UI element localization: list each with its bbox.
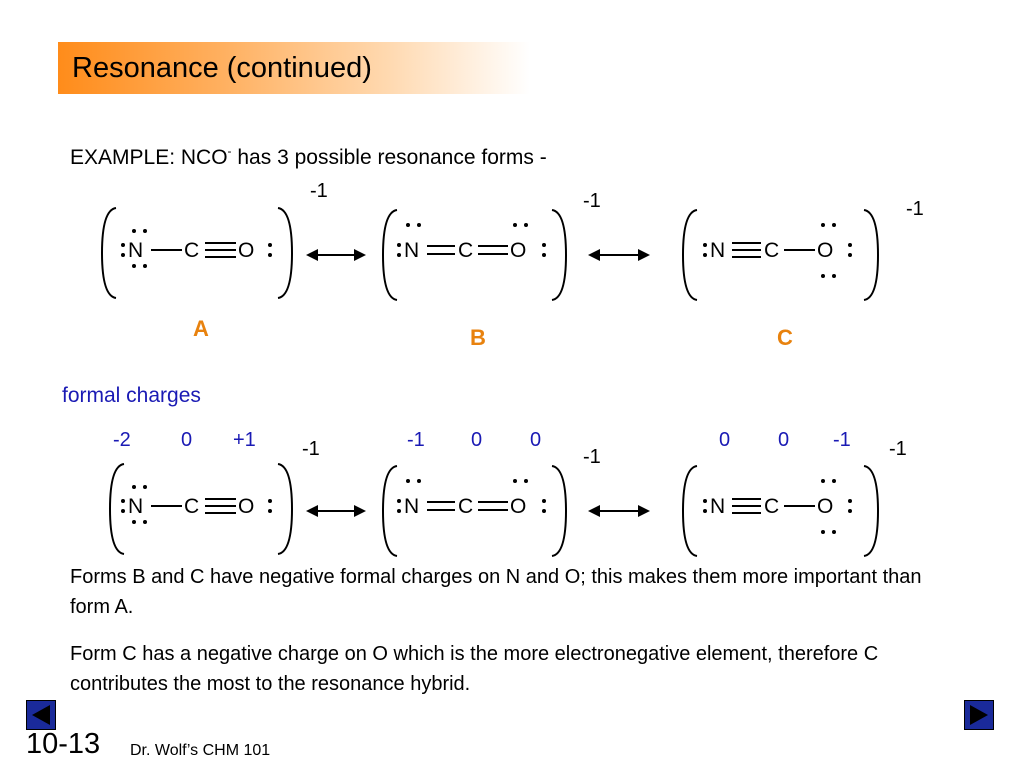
bracket-left-c bbox=[681, 209, 698, 301]
bracket-right-a2 bbox=[277, 463, 294, 555]
structure-c-charge: -1 bbox=[906, 198, 924, 220]
structure-a-charge-bottom: -1 bbox=[302, 438, 320, 460]
atom-c-c2: C bbox=[764, 495, 779, 518]
atom-o-c: O bbox=[817, 239, 833, 262]
structure-c-charge-bottom: -1 bbox=[889, 438, 907, 460]
bond-nc-c2 bbox=[732, 498, 761, 514]
triangle-right-icon bbox=[970, 705, 988, 725]
bond-co-a bbox=[205, 242, 236, 258]
bracket-right-a bbox=[277, 207, 294, 299]
atom-n-a2: N bbox=[128, 495, 143, 518]
intro-suffix: has 3 possible resonance forms - bbox=[231, 146, 547, 169]
bracket-right-b bbox=[551, 209, 568, 301]
fc-c-n: 0 bbox=[719, 429, 731, 451]
triangle-left-icon bbox=[32, 705, 50, 725]
intro-superscript: - bbox=[227, 144, 232, 158]
atom-c-a2: C bbox=[184, 495, 199, 518]
atom-c-b: C bbox=[458, 239, 473, 262]
atom-n-b2: N bbox=[404, 495, 419, 518]
bond-co-b2 bbox=[478, 501, 508, 511]
fc-a-c: 0 bbox=[181, 429, 193, 451]
bracket-right-c2 bbox=[863, 465, 880, 557]
fc-b-c: 0 bbox=[471, 429, 483, 451]
fc-a-n: -2 bbox=[113, 429, 131, 451]
slide-number: 10-13 bbox=[26, 728, 101, 760]
atom-o-a2: O bbox=[238, 495, 254, 518]
label-form-c: C bbox=[777, 325, 793, 350]
bond-nc-c bbox=[732, 242, 761, 258]
page-title: Resonance (continued) bbox=[72, 52, 372, 84]
paragraph-importance: Forms B and C have negative formal charg… bbox=[70, 566, 922, 618]
bracket-left-c2 bbox=[681, 465, 698, 557]
fc-c-c: 0 bbox=[778, 429, 790, 451]
atom-n-c2: N bbox=[710, 495, 725, 518]
previous-slide-button[interactable] bbox=[26, 700, 56, 730]
atom-o-c2: O bbox=[817, 495, 833, 518]
resonance-forms-bottom: N C O N C O N C O bbox=[108, 463, 880, 557]
intro-prefix: EXAMPLE: NCO bbox=[70, 146, 228, 169]
bracket-left-b2 bbox=[381, 465, 398, 557]
title-bar: Resonance (continued) bbox=[58, 42, 530, 94]
intro-text: EXAMPLE: NCO- has 3 possible resonance f… bbox=[70, 144, 547, 170]
atom-o-a: O bbox=[238, 239, 254, 262]
label-form-b: B bbox=[470, 325, 486, 350]
atom-n-c: N bbox=[710, 239, 725, 262]
lone-pairs-top bbox=[121, 223, 852, 278]
bracket-right-b2 bbox=[551, 465, 568, 557]
atom-n-a: N bbox=[128, 239, 143, 262]
structure-b-charge: -1 bbox=[583, 190, 601, 212]
atom-o-b2: O bbox=[510, 495, 526, 518]
fc-c-o: -1 bbox=[833, 429, 851, 451]
fc-b-n: -1 bbox=[407, 429, 425, 451]
next-slide-button[interactable] bbox=[964, 700, 994, 730]
bond-nc-b2 bbox=[427, 501, 455, 511]
bracket-right-c bbox=[863, 209, 880, 301]
atom-n-b: N bbox=[404, 239, 419, 262]
bond-co-a2 bbox=[205, 498, 236, 514]
label-form-a: A bbox=[193, 316, 209, 341]
footer-course: Dr. Wolf’s CHM 101 bbox=[130, 742, 271, 759]
structure-a-charge: -1 bbox=[310, 180, 328, 202]
fc-b-o: 0 bbox=[530, 429, 542, 451]
bond-nc-b bbox=[427, 245, 455, 255]
bracket-left-b bbox=[381, 209, 398, 301]
atom-c-c: C bbox=[764, 239, 779, 262]
atom-c-b2: C bbox=[458, 495, 473, 518]
formal-charges-heading: formal charges bbox=[62, 384, 201, 407]
bracket-left-a2 bbox=[108, 463, 125, 555]
bracket-left-a bbox=[100, 207, 117, 299]
atom-c-a: C bbox=[184, 239, 199, 262]
fc-a-o: +1 bbox=[233, 429, 256, 451]
resonance-forms-top: N C O N C O N C O bbox=[100, 207, 880, 301]
bond-co-b bbox=[478, 245, 508, 255]
atom-o-b: O bbox=[510, 239, 526, 262]
paragraph-contribution: Form C has a negative charge on O which … bbox=[70, 643, 879, 695]
structure-b-charge-bottom: -1 bbox=[583, 446, 601, 468]
lone-pairs-bottom bbox=[121, 479, 852, 534]
